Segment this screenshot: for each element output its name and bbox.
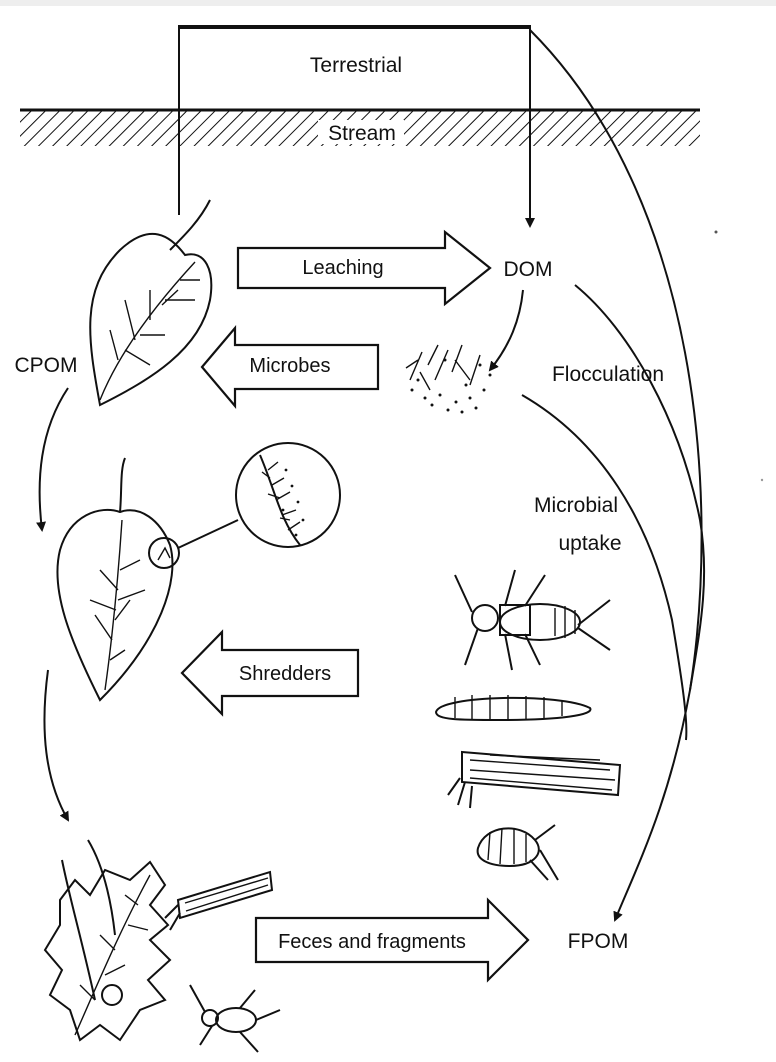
amphipod-icon — [478, 825, 558, 880]
shredded-leaf-icon — [45, 840, 280, 1052]
floc-particles-icon — [406, 345, 492, 414]
terrestrial-label: Terrestrial — [310, 54, 402, 77]
cpom-label: CPOM — [15, 354, 78, 377]
caddis-case-icon — [448, 752, 620, 808]
leaf-icon — [90, 200, 211, 405]
flocculation-curve — [575, 285, 704, 690]
colonized-leaf-icon — [57, 458, 179, 700]
microbial-uptake-label-1: Microbial — [534, 494, 618, 517]
leaching-label: Leaching — [302, 257, 383, 279]
dom-label: DOM — [504, 258, 553, 281]
magnifier-inset-icon — [178, 443, 340, 548]
flocculation-label: Flocculation — [552, 363, 664, 386]
leaf-to-shredded-arrow — [44, 670, 68, 820]
dom-to-floc-arrow — [490, 290, 523, 370]
scan-speck — [715, 231, 718, 234]
scan-speck — [761, 479, 763, 481]
terrestrial-to-fpom-curve — [530, 30, 702, 920]
microbes-label: Microbes — [249, 355, 330, 377]
cpom-to-colonized-leaf-arrow — [40, 388, 68, 530]
feces-and-fragments-label: Feces and fragments — [278, 931, 466, 953]
stream-label: Stream — [328, 122, 396, 145]
shredders-label: Shredders — [239, 663, 331, 685]
top-band — [0, 0, 776, 6]
microbial-uptake-curve — [522, 395, 686, 740]
larva-icon — [436, 695, 590, 720]
fpom-label: FPOM — [568, 930, 629, 953]
microbial-uptake-label-2: uptake — [558, 532, 621, 555]
stonefly-icon — [455, 570, 610, 670]
